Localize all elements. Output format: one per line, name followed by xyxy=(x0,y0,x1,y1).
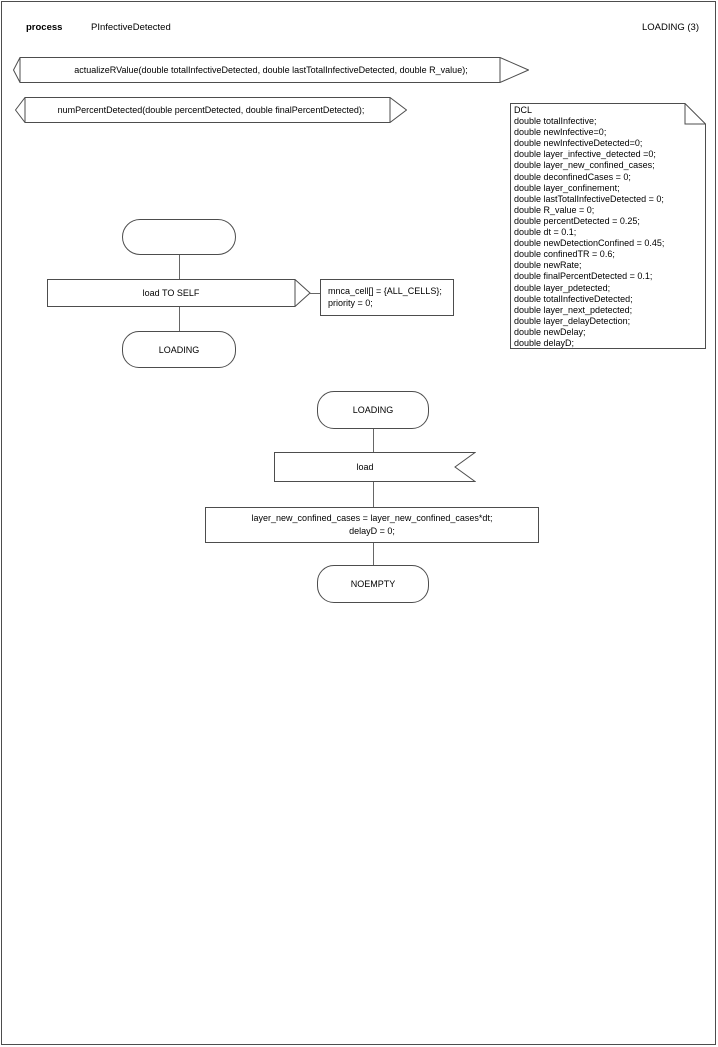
procedure-declaration-2-text: numPercentDetected(double percentDetecte… xyxy=(57,105,365,115)
procedure-symbol-shape xyxy=(13,57,529,83)
task-line: delayD = 0; xyxy=(349,526,395,536)
process-name: PInfectiveDetected xyxy=(91,22,171,33)
task-box[interactable]: layer_new_confined_cases = layer_new_con… xyxy=(205,507,539,543)
start-symbol[interactable] xyxy=(122,219,236,255)
dcl-declaration-note[interactable]: DCL double totalInfective; double newInf… xyxy=(510,103,706,349)
dcl-text: DCL double totalInfective; double newInf… xyxy=(514,105,665,348)
comment-box[interactable]: mnca_cell[] = {ALL_CELLS}; priority = 0; xyxy=(320,279,454,316)
procedure-declaration-1[interactable]: actualizeRValue(double totalInfectiveDet… xyxy=(13,57,529,83)
state-symbol-loading-2[interactable]: LOADING xyxy=(317,391,429,429)
procedure-symbol-shape xyxy=(15,97,407,123)
state-symbol-noempty[interactable]: NOEMPTY xyxy=(317,565,429,603)
state-label: LOADING xyxy=(158,344,200,355)
connector-line xyxy=(373,543,374,565)
input-symbol-text: load xyxy=(356,462,374,472)
output-symbol-text: load TO SELF xyxy=(142,288,200,298)
page-label: LOADING (3) xyxy=(641,22,699,33)
output-symbol-shape xyxy=(47,279,311,307)
note-fold-shape xyxy=(510,103,706,349)
connector-line xyxy=(179,255,180,279)
comment-line: mnca_cell[] = {ALL_CELLS}; xyxy=(328,286,442,296)
diagram-kind-label: process xyxy=(26,22,63,33)
procedure-declaration-2[interactable]: numPercentDetected(double percentDetecte… xyxy=(15,97,407,123)
comment-line: priority = 0; xyxy=(328,298,373,308)
connector-line xyxy=(373,482,374,507)
input-symbol-shape xyxy=(274,452,476,482)
task-line: layer_new_confined_cases = layer_new_con… xyxy=(251,513,493,523)
connector-line xyxy=(179,307,180,331)
state-label: NOEMPTY xyxy=(350,579,396,589)
output-symbol-load-to-self[interactable]: load TO SELF xyxy=(47,279,311,307)
input-symbol-load[interactable]: load xyxy=(274,452,476,482)
connector-line xyxy=(373,429,374,452)
procedure-declaration-1-text: actualizeRValue(double totalInfectiveDet… xyxy=(74,65,468,75)
state-label: LOADING xyxy=(352,405,394,415)
comment-link-line xyxy=(310,293,320,294)
state-symbol-loading-1[interactable]: LOADING xyxy=(122,331,236,368)
